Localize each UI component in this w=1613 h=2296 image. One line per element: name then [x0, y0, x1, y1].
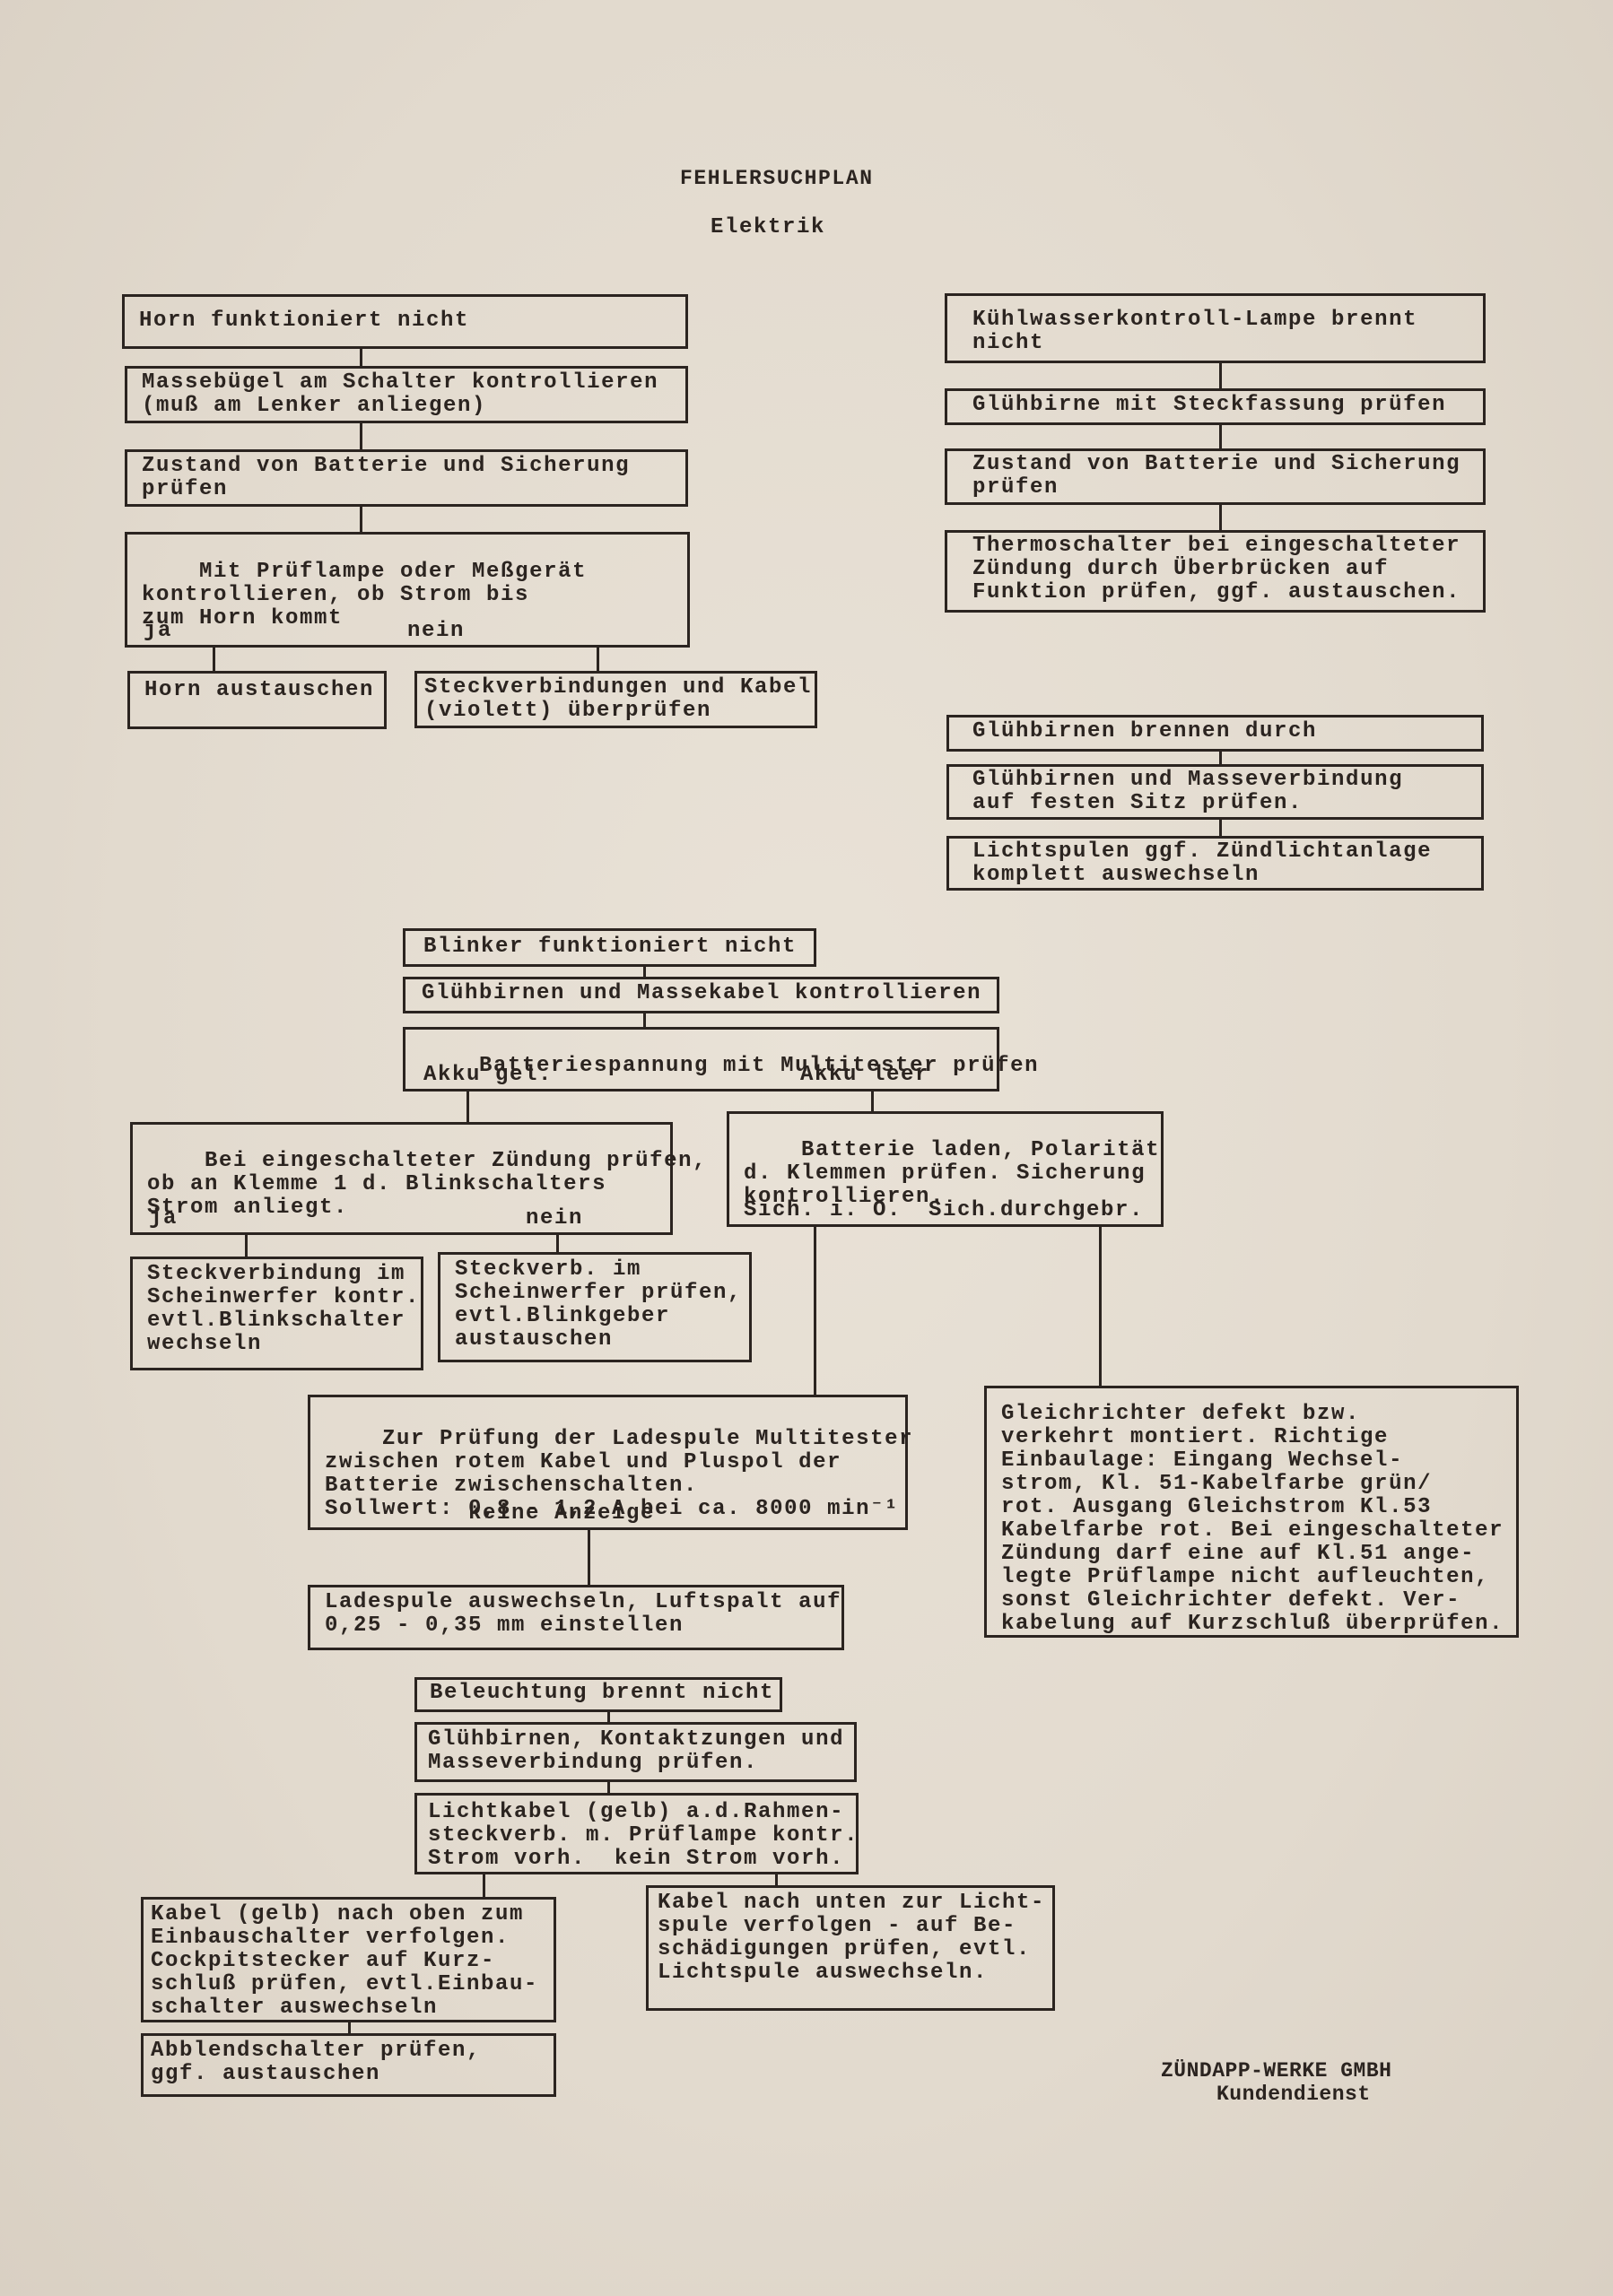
blinker-step-3: Batteriespannung mit Multitester prüfen …: [403, 1027, 1038, 1091]
battery-charged-label: Akku gel.: [423, 1063, 554, 1087]
footer-company: ZÜNDAPP-WERKE GMBH: [1161, 2059, 1392, 2083]
connector: [814, 1227, 816, 1396]
coolant-step-2: Glühbirne mit Steckfassung prüfen: [945, 388, 1486, 425]
connector: [871, 1091, 874, 1112]
lighting-result-cable-up: Kabel (gelb) nach oben zum Einbauschalte…: [141, 1897, 556, 2022]
horn-step-3: Zustand von Batterie und Sicherung prüfe…: [125, 449, 688, 507]
connector: [466, 1091, 469, 1123]
no-display-label: keine Anzeige: [468, 1501, 656, 1526]
connector: [360, 349, 362, 367]
connector: [245, 1235, 248, 1257]
lighting-step-3: Lichtkabel (gelb) a.d.Rahmen- steckverb.…: [414, 1793, 859, 1874]
connector: [1099, 1227, 1102, 1387]
connector: [597, 648, 599, 672]
connector: [1219, 363, 1222, 389]
connector: [1219, 820, 1222, 837]
coolant-step-4: Thermoschalter bei eingeschalteter Zündu…: [945, 530, 1486, 613]
connector: [607, 1782, 610, 1794]
lighting-result-cable-down: Kabel nach unten zur Licht- spule verfol…: [646, 1885, 1055, 2011]
fuse-blown-label: Sich.durchgebr.: [929, 1198, 1145, 1222]
no-label: nein: [526, 1206, 584, 1231]
connector: [1219, 752, 1222, 765]
blinker-result-flasher-unit: Steckverb. im Scheinwerfer prüfen, evtl.…: [438, 1252, 752, 1362]
blinker-charging-coil-test: Zur Prüfung der Ladespule Multitester zw…: [308, 1395, 912, 1530]
blinker-result-plug-headlight: Steckverbindung im Scheinwerfer kontr. e…: [130, 1257, 423, 1370]
yes-label: ja: [149, 1206, 179, 1231]
blinker-step-2: Glühbirnen und Massekabel kontrollieren: [403, 977, 999, 1013]
document-subtitle: Elektrik: [711, 215, 826, 239]
yes-label: ja: [144, 619, 173, 643]
blinker-replace-charging-coil: Ladespule auswechseln, Luftspalt auf 0,2…: [308, 1585, 844, 1650]
connector: [607, 1712, 610, 1723]
connector: [588, 1530, 590, 1586]
blinker-step-3-text: Batteriespannung mit Multitester prüfen: [479, 1054, 1040, 1078]
horn-result-replace: Horn austauschen: [127, 671, 387, 729]
bulbs-step-2: Glühbirnen und Masseverbindung auf feste…: [946, 764, 1484, 820]
horn-step-2: Massebügel am Schalter kontrollieren (mu…: [125, 366, 688, 423]
horn-step-1: Horn funktioniert nicht: [122, 294, 688, 349]
horn-result-check-cables: Steckverbindungen und Kabel (violett) üb…: [414, 671, 817, 728]
connector: [1219, 425, 1222, 449]
connector: [483, 1874, 485, 1898]
ignition-check-text: Bei eingeschalteter Zündung prüfen, ob a…: [147, 1149, 708, 1220]
connector: [556, 1235, 559, 1253]
footer-department: Kundendienst: [1216, 2083, 1371, 2106]
coolant-step-3: Zustand von Batterie und Sicherung prüfe…: [945, 448, 1486, 505]
connector: [1219, 505, 1222, 531]
blinker-step-1: Blinker funktioniert nicht: [403, 928, 816, 967]
lighting-dimmer-switch: Abblendschalter prüfen, ggf. austauschen: [141, 2033, 556, 2097]
document-title: FEHLERSUCHPLAN: [680, 167, 874, 190]
horn-step-4-text: Mit Prüflampe oder Meßgerät kontrolliere…: [142, 560, 588, 631]
battery-empty-label: Akku leer: [800, 1063, 930, 1087]
connector: [360, 423, 362, 450]
charge-battery-text: Batterie laden, Polarität d. Klemmen prü…: [744, 1138, 1161, 1209]
blinker-rectifier-defect: Gleichrichter defekt bzw. verkehrt monti…: [984, 1386, 1519, 1638]
connector: [775, 1874, 778, 1886]
blinker-step-charge-battery: Batterie laden, Polarität d. Klemmen prü…: [727, 1111, 1164, 1227]
connector: [643, 967, 646, 978]
connector: [213, 648, 215, 672]
blinker-step-ignition-check: Bei eingeschalteter Zündung prüfen, ob a…: [130, 1122, 706, 1235]
lighting-step-1: Beleuchtung brennt nicht: [414, 1677, 782, 1712]
bulbs-step-1: Glühbirnen brennen durch: [946, 715, 1484, 752]
connector: [348, 2022, 351, 2034]
horn-step-4: Mit Prüflampe oder Meßgerät kontrolliere…: [125, 532, 690, 648]
no-label: nein: [407, 619, 466, 643]
charging-coil-test-text: Zur Prüfung der Ladespule Multitester zw…: [325, 1427, 914, 1521]
lighting-step-2: Glühbirnen, Kontaktzungen und Masseverbi…: [414, 1722, 857, 1782]
bulbs-step-3: Lichtspulen ggf. Zündlichtanlage komplet…: [946, 836, 1484, 891]
connector: [360, 507, 362, 533]
connector: [643, 1013, 646, 1028]
coolant-step-1: Kühlwasserkontroll-Lampe brennt nicht: [945, 293, 1486, 363]
fuse-ok-label: Sich. i. O.: [744, 1198, 902, 1222]
